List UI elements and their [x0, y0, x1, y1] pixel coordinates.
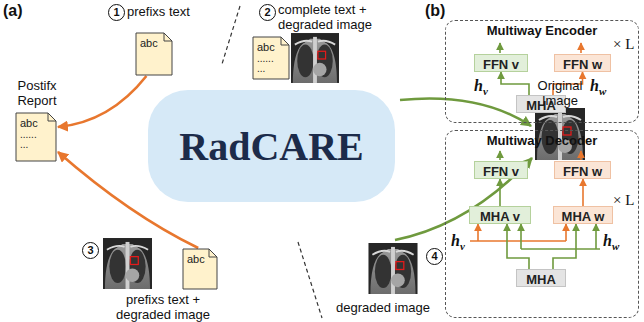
divider-line [298, 242, 322, 318]
repeat-mark: × L [613, 192, 634, 208]
input-arrow [595, 224, 597, 249]
callout-number: 4 [426, 248, 443, 265]
input-bus [521, 248, 600, 250]
hidden-state: h [590, 78, 599, 94]
document-icon: abc [182, 248, 218, 290]
divider-line [222, 6, 240, 64]
node-text: abc [135, 32, 173, 50]
input-caption: prefixs text + degraded image [106, 292, 220, 322]
hidden-state-subscript: v [483, 86, 488, 97]
node-text: RadCARE [179, 123, 363, 170]
document-fold [164, 33, 172, 41]
xray-image [368, 243, 417, 294]
node-text: FFN v [483, 55, 519, 72]
input-caption: degraded image [336, 300, 430, 315]
attention-box: MHA v [469, 206, 531, 224]
document-fold [281, 37, 289, 45]
callout-number: 1 [108, 4, 125, 21]
decoder-panel: Multiway DecoderFFN v FFN w MHA v MHA w MHA [445, 130, 639, 318]
hidden-state: h [451, 233, 460, 249]
node-text: FFN v [483, 162, 519, 179]
node-text: ...... [252, 54, 290, 64]
hidden-state-subscript: w [612, 241, 619, 252]
node-text: abc [15, 112, 57, 130]
hidden-state: h [603, 233, 612, 249]
output-arrow [580, 151, 582, 160]
input-bus [470, 240, 566, 242]
callout-number: 2 [259, 4, 276, 21]
connector [58, 76, 146, 127]
node-text: abc [182, 248, 218, 266]
node-text: MHA w [562, 207, 605, 224]
output-arrow [499, 43, 501, 53]
document-shape [136, 33, 172, 75]
generation-arrow [395, 158, 532, 240]
panel-title: Multiway Decoder [446, 131, 638, 148]
panel-title: Multiway Encoder [446, 21, 638, 38]
connector [507, 224, 529, 269]
document-shape [16, 113, 56, 161]
connector [582, 179, 584, 206]
node-text: MHA [526, 270, 556, 287]
generation-arrow [400, 98, 531, 126]
input-arrow [520, 224, 522, 249]
ffn-box: FFN v [474, 161, 528, 179]
hidden-state: h [474, 78, 483, 94]
panel-label: (a) [3, 2, 23, 20]
ffn-box: FFN w [554, 161, 611, 179]
document-icon: abc......... [15, 112, 57, 162]
document-shape [253, 37, 289, 79]
hidden-state-subscript: v [460, 241, 465, 252]
document-fold [48, 113, 56, 121]
output-arrow [499, 151, 501, 160]
document-shape [183, 249, 217, 289]
node-text: ... [252, 64, 290, 74]
node-text: ...... [15, 130, 57, 140]
document-fold [209, 249, 217, 257]
repeat-mark: × L [613, 36, 634, 52]
ffn-box: FFN w [554, 54, 611, 72]
xray-image [103, 238, 152, 289]
xray-image [291, 33, 339, 83]
hidden-state-subscript: w [599, 86, 606, 97]
document-icon: abc [135, 32, 173, 76]
panel-label: (b) [425, 2, 445, 20]
input-arrow [565, 224, 567, 241]
connector [501, 72, 529, 95]
node-text: MHA v [480, 207, 520, 224]
node-text: ... [15, 140, 57, 150]
node-text: abc [252, 36, 290, 54]
output-caption: Postifx Report [6, 78, 68, 108]
connector [499, 179, 501, 206]
node-text: FFN w [563, 55, 602, 72]
input-caption: prefixs text [127, 4, 190, 19]
attention-box: MHA w [553, 206, 613, 224]
output-arrow [580, 43, 582, 53]
document-icon: abc......... [252, 36, 290, 80]
input-caption: complete text + degraded image [278, 2, 378, 32]
output-caption: Original Image [527, 78, 593, 108]
input-arrow [477, 224, 479, 241]
model-box: RadCARE [148, 90, 395, 202]
node-text: FFN w [563, 162, 602, 179]
connector [553, 224, 576, 269]
callout-number: 3 [82, 242, 99, 259]
ffn-box: FFN v [474, 54, 528, 72]
attention-box: MHA [516, 269, 566, 287]
